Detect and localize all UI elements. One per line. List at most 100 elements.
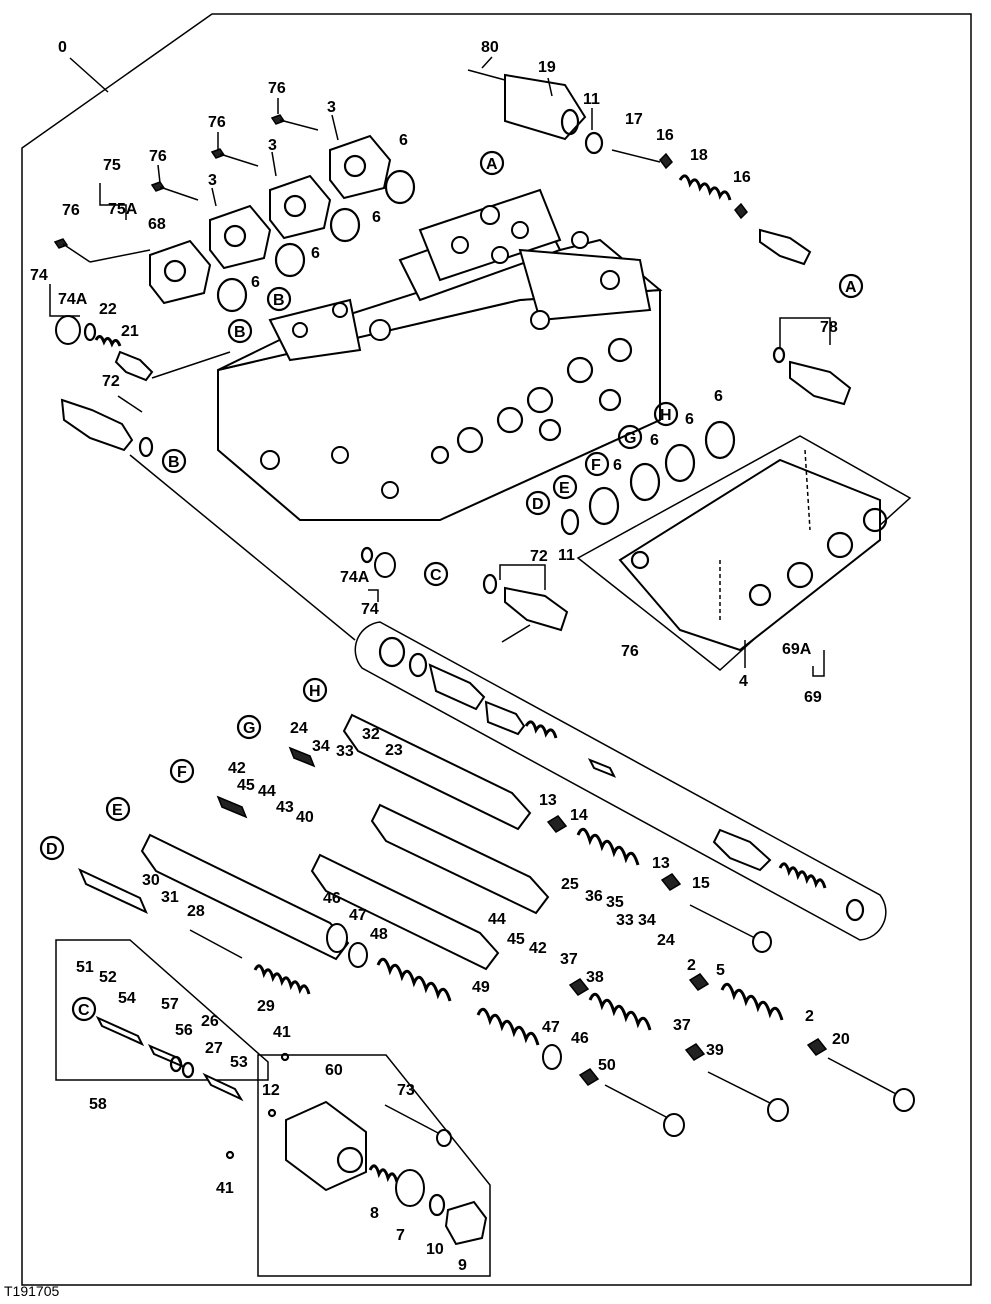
label-74-left: 74 [30, 267, 48, 284]
label-24-a: 24 [290, 720, 308, 737]
label-37-b: 37 [673, 1017, 691, 1034]
left-fittings [55, 315, 231, 458]
sensor-78 [772, 317, 852, 406]
label-80: 80 [481, 39, 499, 56]
label-6-g: 6 [650, 432, 659, 449]
label-76-b: 76 [208, 114, 226, 131]
label-34-b: 34 [638, 912, 656, 929]
label-6-b: 6 [372, 209, 381, 226]
label-69: 69 [804, 689, 822, 706]
label-3-b: 3 [268, 137, 277, 154]
figure-code: T191705 [4, 1283, 60, 1299]
label-33-b: 33 [616, 912, 634, 929]
ref-f-2: F [177, 764, 187, 781]
label-27: 27 [205, 1040, 223, 1057]
ref-a-right: A [845, 279, 857, 296]
ref-d-2: D [46, 841, 58, 858]
label-37-a: 37 [560, 951, 578, 968]
label-8: 8 [370, 1205, 379, 1222]
bolts-lower [384, 904, 915, 1147]
label-74-mid: 74 [361, 601, 379, 618]
label-23: 23 [385, 742, 403, 759]
label-6-h: 6 [613, 457, 622, 474]
label-73: 73 [397, 1082, 415, 1099]
label-48: 48 [370, 926, 388, 943]
label-29: 29 [257, 998, 275, 1015]
label-46-b: 46 [571, 1030, 589, 1047]
label-41-b: 41 [216, 1180, 234, 1197]
label-4: 4 [739, 673, 748, 690]
label-76-c: 76 [149, 148, 167, 165]
label-24-b: 24 [657, 932, 675, 949]
label-13-b: 13 [652, 855, 670, 872]
label-75a: 75A [108, 201, 138, 218]
label-9: 9 [458, 1257, 467, 1274]
label-6-a: 6 [399, 132, 408, 149]
label-40: 40 [296, 809, 314, 826]
label-69a: 69A [782, 641, 812, 658]
label-22: 22 [99, 301, 117, 318]
reference-circles [39, 150, 864, 1022]
label-51: 51 [76, 959, 94, 976]
ref-h-1: H [660, 407, 672, 424]
label-2-b: 2 [805, 1008, 814, 1025]
label-2-a: 2 [687, 957, 696, 974]
label-39: 39 [706, 1042, 724, 1059]
label-19: 19 [538, 59, 556, 76]
label-35: 35 [606, 894, 624, 911]
label-49: 49 [472, 979, 490, 996]
ref-g-2: G [243, 720, 255, 737]
label-26: 26 [201, 1013, 219, 1030]
ref-g-1: G [624, 430, 636, 447]
label-54: 54 [118, 990, 136, 1007]
label-10: 10 [426, 1241, 444, 1258]
label-58: 58 [89, 1096, 107, 1113]
spools [78, 713, 550, 995]
label-46-a: 46 [323, 890, 341, 907]
assembly-box-58 [55, 939, 269, 1102]
top-right-parts [467, 69, 812, 266]
label-60: 60 [325, 1062, 343, 1079]
label-6-e: 6 [714, 388, 723, 405]
callout-labels: 0 A A B B B C C D D E E F F G G H H 80 1… [30, 39, 857, 1274]
label-57: 57 [161, 996, 179, 1013]
label-47-a: 47 [349, 907, 367, 924]
label-13-a: 13 [539, 792, 557, 809]
ref-f-1: F [591, 457, 601, 474]
valve-body [217, 188, 663, 521]
assembly-box-60 [225, 1052, 491, 1277]
label-7: 7 [396, 1227, 405, 1244]
label-53: 53 [230, 1054, 248, 1071]
label-30: 30 [142, 872, 160, 889]
ref-b-2: B [234, 324, 246, 341]
label-68: 68 [148, 216, 166, 233]
label-72-left: 72 [102, 373, 120, 390]
label-31: 31 [161, 889, 179, 906]
spool-h-capsule [129, 454, 887, 941]
label-44-a: 44 [258, 783, 276, 800]
label-6-f: 6 [685, 411, 694, 428]
label-34-a: 34 [312, 738, 330, 755]
o-rings-right [560, 420, 736, 536]
label-5: 5 [716, 962, 725, 979]
label-17: 17 [625, 111, 643, 128]
cover-plates [149, 134, 416, 313]
label-42-a: 42 [228, 760, 246, 777]
label-50: 50 [598, 1057, 616, 1074]
label-76-d: 76 [62, 202, 80, 219]
ref-d-1: D [532, 496, 544, 513]
label-14: 14 [570, 807, 588, 824]
bolts-76 [53, 114, 319, 263]
label-3-c: 3 [208, 172, 217, 189]
label-assembly: 0 [58, 39, 67, 56]
label-21: 21 [121, 323, 139, 340]
ref-e-2: E [112, 802, 123, 819]
label-74a-left: 74A [58, 291, 88, 308]
ref-e-1: E [559, 480, 570, 497]
label-28: 28 [187, 903, 205, 920]
label-6-d: 6 [251, 274, 260, 291]
label-78: 78 [820, 319, 838, 336]
label-33-a: 33 [336, 743, 354, 760]
label-32: 32 [362, 726, 380, 743]
